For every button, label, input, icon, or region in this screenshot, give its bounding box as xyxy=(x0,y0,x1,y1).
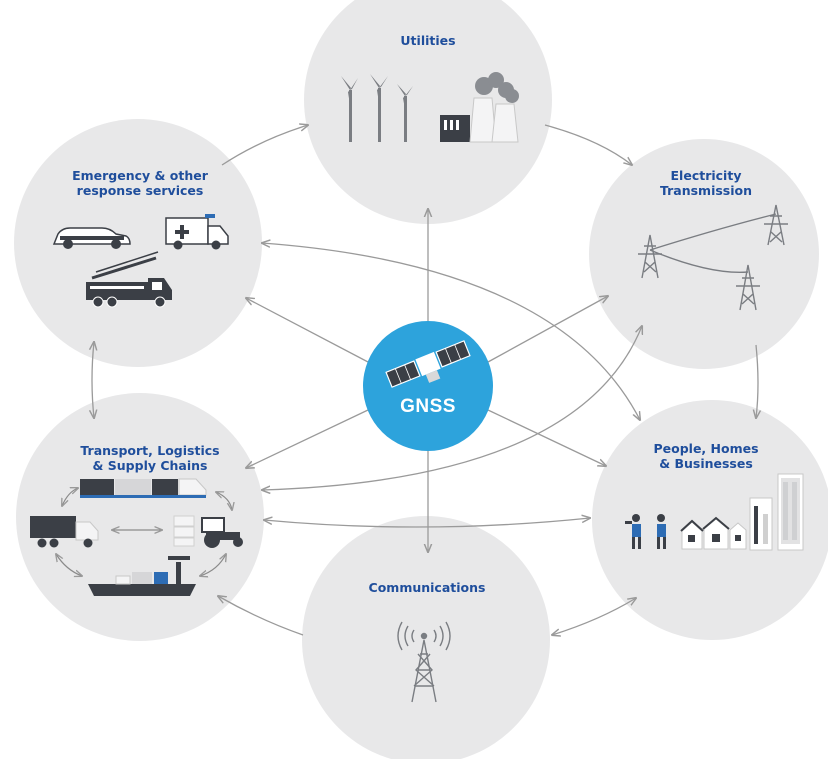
house-icon xyxy=(680,516,747,550)
arrow-gnss-people xyxy=(487,409,606,466)
emergency-label-line1: Emergency & other xyxy=(72,168,208,183)
transport-node xyxy=(16,393,264,641)
electricity-label: Electricity Transmission xyxy=(606,168,806,198)
electricity-label-line1: Electricity xyxy=(670,168,742,183)
arrow-utilities-electricity xyxy=(544,124,632,165)
person-icon xyxy=(625,514,666,549)
emergency-node xyxy=(14,119,262,367)
transport-link-arrows xyxy=(56,488,232,576)
radio-tower-icon xyxy=(397,621,451,703)
arrow-transport-people xyxy=(264,518,590,528)
truck-icon xyxy=(30,516,99,548)
arrow-transport-electricity xyxy=(262,326,642,490)
gnss-center-node xyxy=(363,321,493,451)
arrow-electricity-people xyxy=(756,344,758,418)
communications-label: Communications xyxy=(327,580,527,595)
people-label-line1: People, Homes xyxy=(653,441,759,456)
power-pylon-icon xyxy=(638,204,788,311)
arrow-transport-emergency xyxy=(92,342,94,418)
utilities-label-text: Utilities xyxy=(400,33,456,48)
arrow-gnss-transport xyxy=(246,409,369,468)
train-icon xyxy=(80,478,207,498)
transport-label-line1: Transport, Logistics xyxy=(80,443,220,458)
utilities-node xyxy=(304,0,552,224)
arrow-communications-transport xyxy=(218,596,304,636)
office-building-icon xyxy=(749,473,804,551)
power-plant-icon xyxy=(440,72,519,143)
transport-label-line2: & Supply Chains xyxy=(92,458,208,473)
connection-arrows xyxy=(92,125,758,635)
electricity-label-line2: Transmission xyxy=(659,183,753,198)
utilities-label: Utilities xyxy=(328,33,528,48)
satellite-icon xyxy=(385,340,471,388)
emergency-label-line2: response services xyxy=(76,183,204,198)
transport-label: Transport, Logistics & Supply Chains xyxy=(50,443,250,473)
fire-truck-icon xyxy=(86,251,172,308)
gnss-label: GNSS xyxy=(400,396,456,417)
communications-label-text: Communications xyxy=(368,580,486,595)
cargo-ship-icon xyxy=(88,556,196,596)
tractor-icon xyxy=(201,517,243,548)
ambulance-icon xyxy=(165,214,229,250)
warehouse-goods-icon xyxy=(173,515,195,547)
people-node xyxy=(592,400,828,640)
people-label-line2: & Businesses xyxy=(659,456,753,471)
people-label: People, Homes & Businesses xyxy=(606,441,806,471)
electricity-node xyxy=(589,139,819,369)
emergency-label: Emergency & other response services xyxy=(40,168,240,198)
arrow-gnss-electricity xyxy=(487,296,608,363)
arrow-gnss-emergency xyxy=(246,298,369,363)
wind-turbine-icon xyxy=(341,74,413,142)
police-car-icon xyxy=(52,227,131,249)
arrow-people-communications xyxy=(552,598,636,635)
arrow-emergency-utilities xyxy=(221,125,308,166)
